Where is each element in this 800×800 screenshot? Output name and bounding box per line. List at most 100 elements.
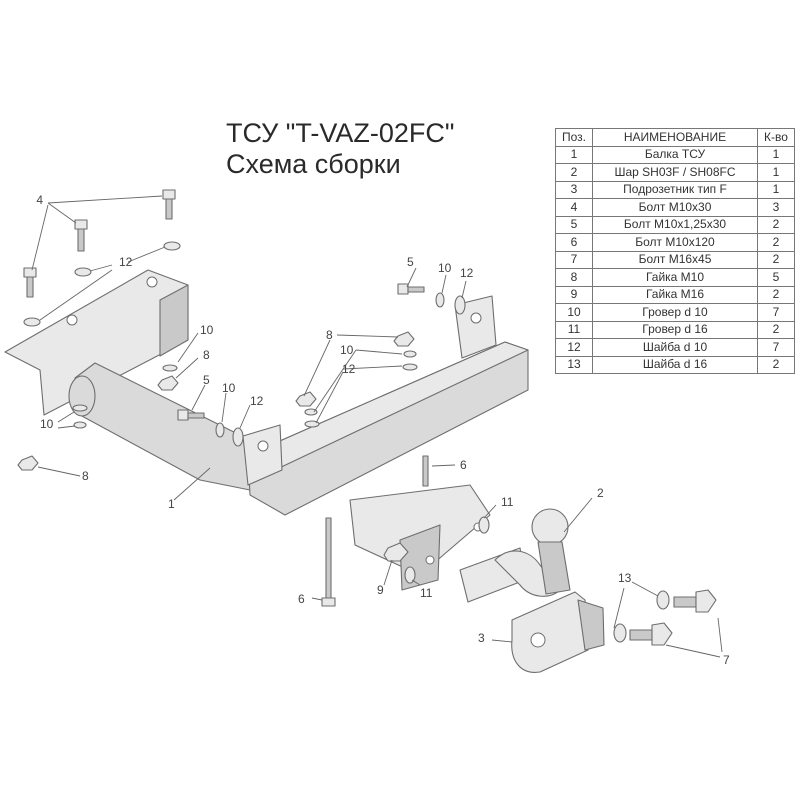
bolt-head	[321, 597, 336, 607]
row-position: 13	[555, 355, 593, 374]
tow-ball	[459, 508, 571, 603]
nut-m10	[393, 331, 415, 347]
bolt-shank	[325, 517, 332, 599]
callout-10: 10	[222, 381, 236, 395]
bolt-m10x125x30	[177, 409, 205, 421]
callout-11: 11	[501, 495, 514, 509]
spring-washer-d16	[404, 566, 416, 584]
bolt-shank	[187, 412, 205, 419]
row-name: Болт М10х120	[592, 233, 758, 252]
right-upright-bracket	[454, 295, 497, 359]
callout-labels: 4 12 10 8 5 10 12 10 8 1 8 10 12 5 10 12…	[36, 193, 730, 667]
washer-d10	[402, 363, 418, 371]
row-position: 11	[555, 320, 593, 339]
row-quantity: 2	[757, 355, 795, 374]
callout-7: 7	[723, 653, 730, 667]
washer-d16	[613, 623, 627, 643]
leader-lines	[31, 195, 723, 658]
row-quantity: 7	[757, 303, 795, 322]
ball-mount-hole	[425, 555, 435, 565]
bolt-shank	[26, 276, 34, 298]
middle-upright-bracket	[242, 424, 283, 486]
washer-d10	[74, 267, 92, 277]
bolt-shank	[165, 198, 173, 220]
callout-5: 5	[203, 373, 210, 387]
callout-8: 8	[326, 328, 333, 342]
nut-m10	[17, 455, 39, 471]
bolt-m10x120	[321, 517, 336, 607]
washer-d16	[656, 590, 670, 610]
callout-10: 10	[340, 343, 354, 357]
spring-washer-d10	[215, 422, 225, 438]
spring-washer-d10	[403, 350, 417, 358]
row-name: Шайба d 16	[592, 355, 758, 374]
bolt-head	[74, 219, 88, 230]
washer-d10	[23, 317, 41, 327]
tow-ball-sphere	[531, 508, 569, 546]
washer-d10	[454, 295, 466, 315]
spring-washer-d10	[73, 421, 87, 429]
callout-6: 6	[298, 592, 305, 606]
row-quantity: 2	[757, 215, 795, 234]
callout-12: 12	[250, 394, 264, 408]
bolt-m10x30	[162, 189, 176, 220]
bolt-head	[23, 267, 37, 278]
nut-m10	[295, 391, 317, 407]
header-position: Поз.	[555, 128, 593, 147]
callout-8: 8	[203, 348, 210, 362]
bolt-head	[695, 589, 717, 613]
bolt-m10x30	[74, 219, 88, 252]
left-bracket-hole	[66, 314, 78, 326]
bolt-shank	[422, 455, 429, 487]
bolt-head	[162, 189, 176, 200]
washer-d10	[232, 427, 244, 447]
socket-bracket-tab	[577, 599, 605, 651]
callout-4: 4	[36, 193, 43, 207]
bolt-head	[651, 622, 673, 646]
bolt-shank	[629, 629, 653, 641]
middle-bracket-hole	[257, 440, 269, 452]
bolt-m16x45	[629, 622, 673, 646]
row-name: Шар SH03F / SH08FC	[592, 163, 758, 182]
tow-bar-beam	[4, 269, 529, 591]
callout-10: 10	[40, 417, 54, 431]
socket-bracket-plate	[511, 591, 589, 673]
washer-d10	[72, 404, 88, 412]
row-name: Болт М10х1,25х30	[592, 215, 758, 234]
row-name: Гровер d 10	[592, 303, 758, 322]
callout-6: 6	[460, 458, 467, 472]
spring-washer-d16	[478, 516, 490, 534]
right-bracket-hole	[470, 312, 482, 324]
callout-10: 10	[438, 261, 452, 275]
spring-washer-d10	[162, 364, 178, 372]
bolt-head	[397, 283, 409, 295]
nut-m16	[383, 542, 409, 562]
left-bracket-hole	[146, 276, 158, 288]
callout-12: 12	[119, 255, 133, 269]
left-bracket-gusset	[159, 284, 189, 357]
callout-3: 3	[478, 631, 485, 645]
callout-9: 9	[377, 583, 384, 597]
diagram-title: ТСУ "T-VAZ-02FC"	[226, 118, 455, 148]
bolt-m16x45	[673, 589, 717, 613]
diagram-subtitle: Схема сборки	[226, 149, 401, 179]
callout-12: 12	[342, 362, 356, 376]
washer-d10	[304, 420, 320, 428]
washer-d10	[163, 241, 181, 251]
bolt-head	[177, 409, 189, 421]
callout-2: 2	[597, 486, 604, 500]
tow-ball-shank	[537, 541, 571, 595]
parts-table-header-row: Поз. НАИМЕНОВАНИЕ К-во	[555, 128, 795, 147]
callout-11: 11	[420, 586, 433, 600]
callout-13: 13	[618, 571, 632, 585]
spring-washer-d10	[435, 292, 445, 308]
